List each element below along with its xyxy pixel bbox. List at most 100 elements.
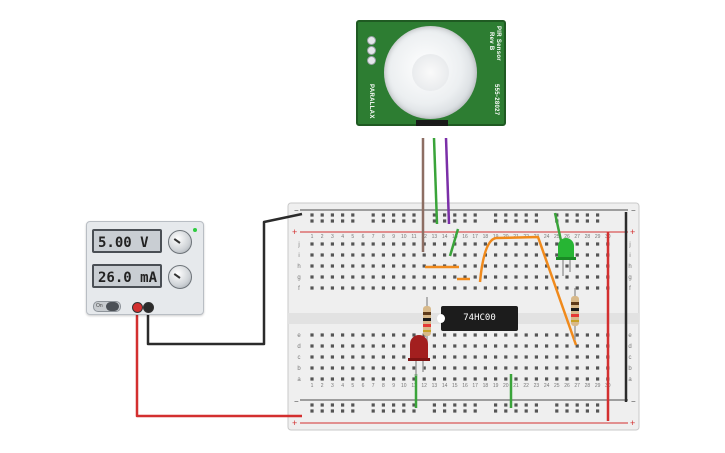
rail-hole[interactable]	[392, 219, 396, 223]
rail-hole[interactable]	[412, 409, 416, 413]
breadboard-hole[interactable]	[545, 333, 549, 337]
breadboard-hole[interactable]	[330, 275, 334, 279]
breadboard-hole[interactable]	[524, 242, 528, 246]
breadboard-hole[interactable]	[351, 253, 355, 257]
rail-hole[interactable]	[392, 403, 396, 407]
rail-hole[interactable]	[310, 403, 314, 407]
breadboard-hole[interactable]	[534, 242, 538, 246]
rail-hole[interactable]	[596, 219, 600, 223]
rail-hole[interactable]	[432, 219, 436, 223]
breadboard-hole[interactable]	[534, 275, 538, 279]
breadboard-hole[interactable]	[432, 333, 436, 337]
breadboard-hole[interactable]	[310, 286, 314, 290]
breadboard-hole[interactable]	[381, 377, 385, 381]
breadboard-hole[interactable]	[514, 344, 518, 348]
breadboard-hole[interactable]	[596, 275, 600, 279]
breadboard-hole[interactable]	[453, 344, 457, 348]
breadboard-hole[interactable]	[320, 275, 324, 279]
breadboard-hole[interactable]	[463, 275, 467, 279]
breadboard-hole[interactable]	[473, 253, 477, 257]
breadboard-hole[interactable]	[432, 355, 436, 359]
breadboard-hole[interactable]	[443, 344, 447, 348]
breadboard-hole[interactable]	[463, 355, 467, 359]
breadboard-hole[interactable]	[534, 355, 538, 359]
breadboard-hole[interactable]	[545, 355, 549, 359]
breadboard-hole[interactable]	[341, 253, 345, 257]
breadboard-hole[interactable]	[596, 366, 600, 370]
rail-hole[interactable]	[565, 219, 569, 223]
breadboard-hole[interactable]	[361, 286, 365, 290]
breadboard-hole[interactable]	[361, 377, 365, 381]
wire-purple-pir-out[interactable]	[444, 137, 451, 225]
breadboard-hole[interactable]	[371, 366, 375, 370]
breadboard-hole[interactable]	[402, 355, 406, 359]
breadboard-hole[interactable]	[596, 333, 600, 337]
breadboard-hole[interactable]	[463, 344, 467, 348]
breadboard-hole[interactable]	[351, 355, 355, 359]
rail-hole[interactable]	[330, 409, 334, 413]
breadboard-hole[interactable]	[310, 355, 314, 359]
breadboard-hole[interactable]	[463, 253, 467, 257]
breadboard-hole[interactable]	[341, 242, 345, 246]
rail-hole[interactable]	[443, 409, 447, 413]
breadboard-hole[interactable]	[381, 344, 385, 348]
breadboard-hole[interactable]	[534, 333, 538, 337]
breadboard-hole[interactable]	[330, 286, 334, 290]
breadboard-hole[interactable]	[351, 333, 355, 337]
rail-hole[interactable]	[392, 409, 396, 413]
breadboard-hole[interactable]	[483, 264, 487, 268]
rail-hole[interactable]	[412, 403, 416, 407]
breadboard-hole[interactable]	[412, 377, 416, 381]
rail-hole[interactable]	[432, 213, 436, 217]
breadboard-hole[interactable]	[351, 377, 355, 381]
rail-hole[interactable]	[463, 403, 467, 407]
breadboard-hole[interactable]	[351, 286, 355, 290]
breadboard-hole[interactable]	[473, 275, 477, 279]
ic-74hc00[interactable]: 74HC00	[437, 306, 518, 331]
breadboard-hole[interactable]	[585, 333, 589, 337]
breadboard-hole[interactable]	[443, 286, 447, 290]
breadboard-hole[interactable]	[473, 355, 477, 359]
breadboard-hole[interactable]	[565, 344, 569, 348]
breadboard-hole[interactable]	[371, 242, 375, 246]
breadboard-hole[interactable]	[320, 355, 324, 359]
rail-hole[interactable]	[514, 403, 518, 407]
breadboard-hole[interactable]	[351, 366, 355, 370]
breadboard-hole[interactable]	[534, 286, 538, 290]
breadboard-hole[interactable]	[310, 377, 314, 381]
breadboard-hole[interactable]	[330, 253, 334, 257]
breadboard-hole[interactable]	[575, 355, 579, 359]
breadboard-hole[interactable]	[545, 264, 549, 268]
rail-hole[interactable]	[504, 219, 508, 223]
rail-hole[interactable]	[402, 409, 406, 413]
breadboard-hole[interactable]	[494, 286, 498, 290]
breadboard-hole[interactable]	[381, 286, 385, 290]
breadboard-hole[interactable]	[504, 253, 508, 257]
breadboard-hole[interactable]	[371, 253, 375, 257]
breadboard-hole[interactable]	[596, 377, 600, 381]
wire-green-pir-vcc[interactable]	[432, 137, 439, 225]
breadboard-hole[interactable]	[504, 333, 508, 337]
breadboard-hole[interactable]	[483, 355, 487, 359]
rail-hole[interactable]	[473, 213, 477, 217]
breadboard-hole[interactable]	[361, 344, 365, 348]
breadboard-hole[interactable]	[402, 366, 406, 370]
breadboard-hole[interactable]	[443, 253, 447, 257]
breadboard-hole[interactable]	[545, 366, 549, 370]
rail-hole[interactable]	[443, 219, 447, 223]
breadboard-hole[interactable]	[524, 377, 528, 381]
breadboard-hole[interactable]	[330, 355, 334, 359]
breadboard-hole[interactable]	[351, 275, 355, 279]
current-knob[interactable]	[168, 265, 192, 289]
rail-hole[interactable]	[596, 409, 600, 413]
breadboard-hole[interactable]	[341, 286, 345, 290]
rail-hole[interactable]	[371, 409, 375, 413]
breadboard-hole[interactable]	[402, 377, 406, 381]
breadboard-hole[interactable]	[494, 366, 498, 370]
breadboard-hole[interactable]	[514, 355, 518, 359]
breadboard-hole[interactable]	[361, 253, 365, 257]
breadboard-hole[interactable]	[524, 286, 528, 290]
rail-hole[interactable]	[330, 219, 334, 223]
breadboard-hole[interactable]	[524, 344, 528, 348]
breadboard-hole[interactable]	[494, 355, 498, 359]
